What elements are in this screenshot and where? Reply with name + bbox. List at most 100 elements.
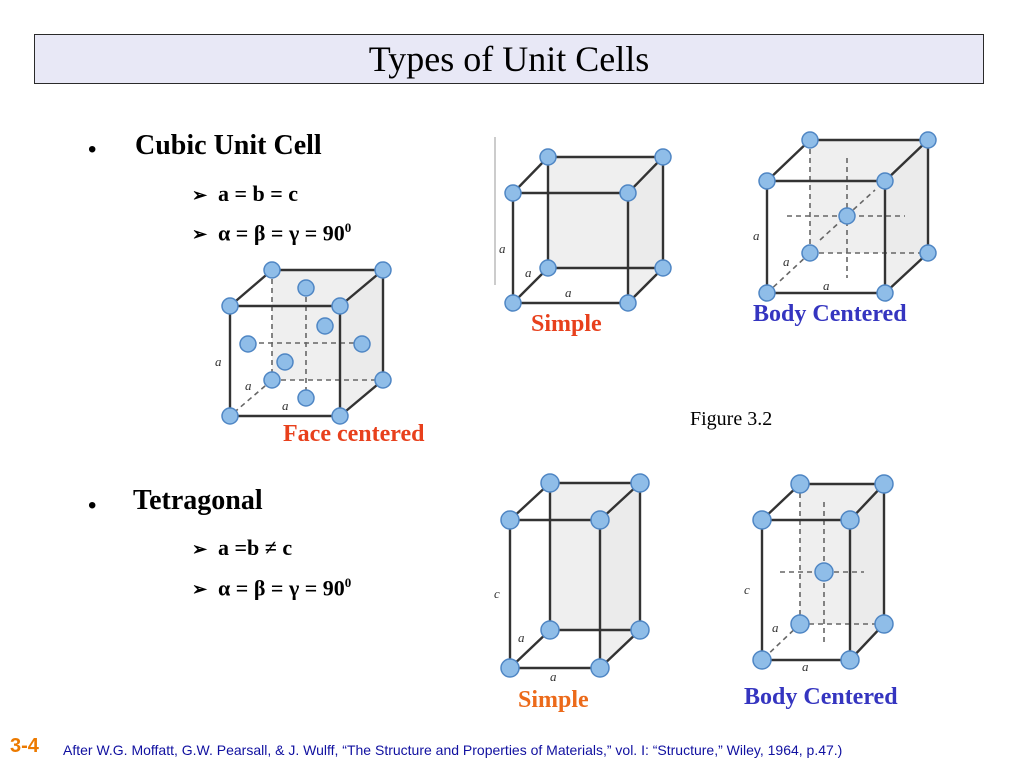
arrow-bullet-icon: ➢ (192, 539, 208, 559)
edge-label: a (518, 630, 525, 645)
cubic-line-2: ➢ α = β = γ = 900 (192, 220, 351, 246)
atom (790, 474, 810, 494)
atom (801, 244, 819, 262)
atom (374, 371, 392, 389)
atom (504, 184, 522, 202)
atom (500, 658, 520, 678)
edge-label: a (499, 241, 506, 256)
atom (840, 510, 860, 530)
atom-group (221, 261, 392, 425)
tetragonal-body-centered-cell: c a a (744, 474, 894, 672)
edge-label: a (753, 228, 760, 243)
atom (500, 510, 520, 530)
edge-label: a (245, 378, 252, 393)
atom-group (504, 148, 672, 312)
atom (838, 207, 856, 225)
atom (263, 261, 281, 279)
cubic-line-1-text: a = b = c (218, 181, 299, 206)
edge-label: a (823, 278, 830, 293)
atom (239, 335, 257, 353)
cubic-face-centered-cell: a a a (215, 261, 392, 425)
atom (876, 284, 894, 302)
edge-label: a (282, 398, 289, 413)
atom (814, 562, 834, 582)
slide-title: Types of Unit Cells (34, 34, 984, 84)
figure-reference: Figure 3.2 (690, 408, 773, 430)
heading-tetragonal: Tetragonal (133, 485, 263, 516)
atom (316, 317, 334, 335)
atom (331, 297, 349, 315)
atom (654, 148, 672, 166)
bullet-tetragonal: • (88, 492, 97, 519)
tetragonal-line-1-text: a =b ≠ c (218, 535, 293, 560)
tetragonal-line-2: ➢ α = β = γ = 900 (192, 575, 351, 601)
atom (297, 389, 315, 407)
atom (276, 353, 294, 371)
edge-label: a (525, 265, 532, 280)
cubic-line-2-sup: 0 (344, 220, 352, 235)
caption-tetragonal-body-centered: Body Centered (744, 684, 898, 710)
atom (221, 407, 239, 425)
caption-cubic-simple: Simple (531, 311, 602, 337)
atom (504, 294, 522, 312)
edge-label: a (802, 659, 809, 672)
arrow-bullet-icon: ➢ (192, 579, 208, 600)
atom (263, 371, 281, 389)
cubic-line-1: ➢ a = b = c (192, 181, 298, 207)
edge-label: a (565, 285, 572, 300)
tetragonal-line-1: ➢ a =b ≠ c (192, 535, 292, 561)
caption-cubic-body-centered: Body Centered (753, 301, 907, 327)
atom (331, 407, 349, 425)
edge-label: c (744, 582, 750, 597)
atom (790, 614, 810, 634)
caption-tetragonal-simple: Simple (518, 687, 589, 713)
atom (758, 284, 776, 302)
atom (874, 474, 894, 494)
atom (876, 172, 894, 190)
edge-label: a (215, 354, 222, 369)
atom (758, 172, 776, 190)
cubic-body-centered-cell: a a a (753, 131, 937, 302)
atom (539, 148, 557, 166)
atom (801, 131, 819, 149)
atom-group (752, 474, 894, 670)
bullet-cubic: • (88, 136, 97, 163)
arrow-bullet-icon: ➢ (192, 224, 208, 245)
atom (654, 259, 672, 277)
atom (630, 620, 650, 640)
arrow-bullet-icon: ➢ (192, 185, 208, 205)
atom (919, 131, 937, 149)
cubic-line-2-text: α = β = γ = 90 (218, 220, 345, 246)
tetragonal-simple-cell: c a a (494, 473, 650, 684)
atom (590, 658, 610, 678)
atom (919, 244, 937, 262)
edge-label: a (772, 620, 779, 635)
cubic-simple-cell: a a a (494, 137, 672, 312)
edge-label: a (550, 669, 557, 684)
atom (540, 473, 560, 493)
atom (590, 510, 610, 530)
atom (353, 335, 371, 353)
atom (630, 473, 650, 493)
slide-number: 3-4 (10, 735, 39, 757)
atom-group (500, 473, 650, 678)
atom (874, 614, 894, 634)
caption-cubic-face-centered: Face centered (283, 421, 425, 447)
atom (221, 297, 239, 315)
atom (540, 620, 560, 640)
atom (374, 261, 392, 279)
tetragonal-line-2-sup: 0 (344, 575, 352, 590)
edge-label: a (783, 254, 790, 269)
edge-label: c (494, 586, 500, 601)
slide-title-text: Types of Unit Cells (368, 39, 650, 79)
atom (840, 650, 860, 670)
atom-group (758, 131, 937, 302)
tetragonal-line-2-text: α = β = γ = 90 (218, 575, 345, 601)
atom (752, 650, 772, 670)
heading-cubic: Cubic Unit Cell (135, 130, 322, 161)
atom (752, 510, 772, 530)
atom (297, 279, 315, 297)
citation: After W.G. Moffatt, G.W. Pearsall, & J. … (63, 742, 843, 758)
atom (619, 294, 637, 312)
atom (539, 259, 557, 277)
